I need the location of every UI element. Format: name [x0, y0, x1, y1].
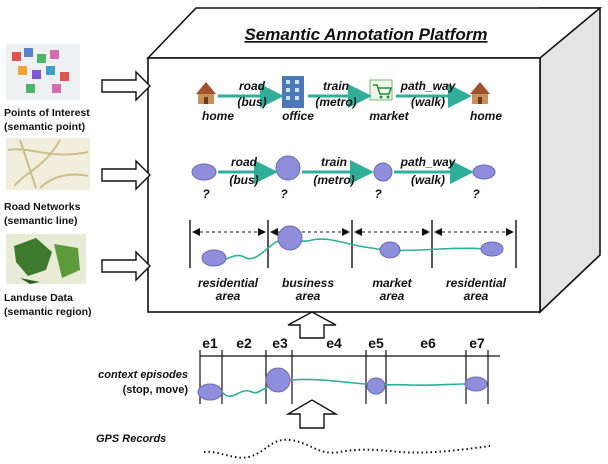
episode-label-1: e1: [202, 335, 218, 351]
row1-mode-3: path_way: [400, 79, 457, 93]
row3-trajectory: [213, 238, 485, 262]
row1-place-1: home: [202, 109, 234, 123]
row2-mode-2: train: [321, 155, 347, 169]
row1-mode-2: train: [323, 79, 349, 93]
episodes-caption-sub: (stop, move): [123, 384, 189, 396]
road-map-thumbnail: [6, 138, 90, 190]
episode-trajectory: [221, 378, 467, 398]
source-poi-name: Points of Interest: [4, 107, 90, 119]
row2-unknown-1: ?: [202, 187, 210, 201]
row2-mode-2-detail: (metro): [313, 173, 354, 187]
area-1-name: residential: [198, 276, 259, 290]
episode-label-3: e3: [272, 335, 288, 351]
row2-stop-1: [191, 163, 217, 181]
input-arrow-landuse: [101, 250, 151, 282]
row1-place-2: office: [282, 109, 314, 123]
input-arrow-road: [101, 159, 151, 191]
row1-mode-3-detail: (walk): [411, 95, 445, 109]
gps-caption: GPS Records: [96, 433, 166, 445]
source-landuse-name: Landuse Data: [4, 292, 73, 304]
episodes-caption: context episodes: [98, 369, 188, 381]
area-2-name: business: [282, 276, 334, 290]
row2-unknown-2: ?: [280, 187, 288, 201]
shopping-cart-icon: [369, 79, 393, 101]
episode-bar: [199, 350, 500, 404]
row2-stop-3: [373, 162, 393, 182]
row2-mode-1: road: [231, 155, 258, 169]
house-icon: [196, 82, 216, 104]
row1-place-3: market: [369, 109, 409, 123]
row3-stop-2: [277, 225, 303, 251]
row2-mode-3-detail: (walk): [411, 173, 445, 187]
row1-mode-2-detail: (metro): [315, 95, 356, 109]
row2-mode-3: path_way: [400, 155, 457, 169]
row3-stop-4: [480, 241, 504, 257]
row3-stop-1: [201, 249, 227, 267]
source-road-sub: (semantic line): [4, 215, 78, 227]
area-4-name: residential: [446, 276, 507, 290]
input-arrows: [101, 70, 151, 282]
house-icon: [470, 82, 490, 104]
episode-label-4: e4: [326, 335, 342, 351]
office-building-icon: [282, 76, 304, 108]
row2-unknown-4: ?: [472, 187, 480, 201]
row2-stop-2: [275, 155, 301, 181]
row2-stop-4: [472, 164, 496, 180]
source-road-name: Road Networks: [4, 201, 81, 213]
episode-stop-1: [197, 383, 223, 401]
episode-stop-5: [366, 377, 386, 395]
row1-mode-1-detail: (bus): [237, 95, 266, 109]
episode-label-7: e7: [469, 335, 485, 351]
area-1-sub: area: [216, 289, 241, 303]
source-landuse-sub: (semantic region): [4, 306, 92, 318]
row2-unknown-3: ?: [374, 187, 382, 201]
landuse-map-thumbnail: [6, 234, 86, 284]
area-4-sub: area: [464, 289, 489, 303]
input-arrow-poi: [101, 70, 151, 102]
episode-stop-3: [265, 367, 291, 393]
gps-records-trace: [203, 438, 491, 459]
episode-label-6: e6: [420, 335, 436, 351]
box-side-face: [539, 7, 601, 314]
area-3-sub: area: [380, 289, 405, 303]
episode-label-5: e5: [368, 335, 384, 351]
episode-label-2: e2: [236, 335, 252, 351]
area-2-sub: area: [296, 289, 321, 303]
up-arrow-lower: [285, 399, 339, 429]
source-poi-sub: (semantic point): [4, 121, 85, 133]
episode-stop-7: [464, 376, 488, 392]
poi-map-thumbnail: [6, 44, 80, 100]
up-arrow-upper: [287, 311, 337, 339]
row1-place-4: home: [470, 109, 502, 123]
row3-stop-3: [379, 241, 401, 259]
platform-title: Semantic Annotation Platform: [244, 25, 487, 44]
row1-mode-1: road: [239, 79, 266, 93]
area-3-name: market: [372, 276, 412, 290]
row2-mode-1-detail: (bus): [229, 173, 258, 187]
